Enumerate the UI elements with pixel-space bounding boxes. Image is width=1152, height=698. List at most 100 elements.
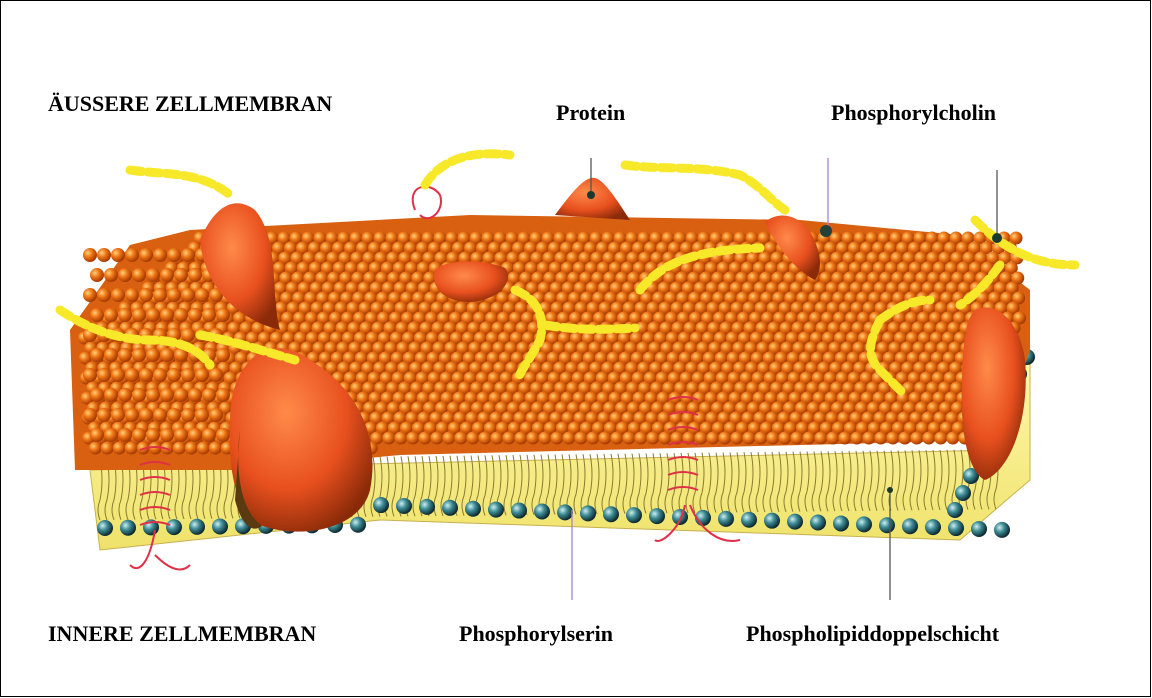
phospholipid-head-outer [934, 432, 947, 445]
phospholipid-head-outer [90, 308, 104, 322]
phospholipid-head-outer [167, 288, 181, 302]
phospholipid-head-outer [202, 308, 216, 322]
phospholipid-head-inner [488, 502, 504, 518]
phospholipid-head-outer [181, 248, 195, 262]
phospholipid-head-outer [153, 408, 167, 422]
protein-center-top [555, 178, 630, 220]
phospholipid-head-inner [166, 519, 182, 535]
phospholipid-head-outer [216, 348, 230, 362]
phospholipid-head-outer [694, 432, 707, 445]
phospholipid-head-outer [874, 432, 887, 445]
phospholipid-head-outer [160, 428, 174, 442]
phospholipid-head-inner [833, 515, 849, 531]
phospholipid-head-outer [550, 432, 563, 445]
bilayer-label: Phospholipiddoppelschicht [746, 623, 999, 645]
phospholipid-head-inner [856, 516, 872, 532]
phospholipid-head-outer [132, 268, 146, 282]
phospholipid-head-outer [146, 308, 160, 322]
phospholipid-head-outer [90, 348, 104, 362]
phospholipid-head-outer [197, 442, 210, 455]
phospholipid-head-inner [442, 500, 458, 516]
phospholipid-head-inner [649, 508, 665, 524]
phospholipid-head-outer [646, 432, 659, 445]
phospholipid-head-outer [111, 248, 125, 262]
phospholipid-head-outer [153, 248, 167, 262]
phospholipid-head-outer [574, 432, 587, 445]
phospholipid-head-outer [922, 432, 935, 445]
phospholipid-head-outer [188, 308, 202, 322]
phospholipid-head-outer [125, 442, 138, 455]
phospholipid-head-inner [764, 513, 780, 529]
phospholipid-head-outer [160, 268, 174, 282]
phospholipid-head-outer [418, 432, 431, 445]
phospholipid-head-inner [557, 504, 573, 520]
phospholipid-head-outer [83, 368, 97, 382]
phospholipid-head-outer [430, 432, 443, 445]
phospholipid-head-outer [160, 348, 174, 362]
phospholipid-head-outer [766, 432, 779, 445]
phospholipid-head-outer [181, 368, 195, 382]
phospholipid-head-outer [118, 268, 132, 282]
phospholipid-head-outer [598, 432, 611, 445]
phospholipid-head-outer [132, 388, 146, 402]
phospholipid-head-outer [90, 388, 104, 402]
phospholipid-head-outer [185, 442, 198, 455]
phospholipid-head-outer [802, 432, 815, 445]
phospholipid-head-outer [174, 388, 188, 402]
phospholipid-head-outer [174, 268, 188, 282]
phospholipid-head-outer [778, 432, 791, 445]
phospholipid-head-outer [174, 308, 188, 322]
phosphorylserin-label: Phosphorylserin [459, 623, 613, 645]
phospholipid-head-inner [212, 519, 228, 535]
inner-membrane-label: INNERE ZELLMEMBRAN [48, 623, 316, 645]
phospholipid-head-outer [125, 368, 139, 382]
phospholipid-head-inner [534, 503, 550, 519]
phospholipid-head-outer [118, 348, 132, 362]
phospholipid-head-outer [146, 348, 160, 362]
phospholipid-head-outer [862, 432, 875, 445]
phospholipid-head-outer [195, 288, 209, 302]
phospholipid-head-outer [188, 388, 202, 402]
phospholipid-head-outer [910, 432, 923, 445]
phospholipid-head-outer [167, 248, 181, 262]
phospholipid-head-outer [97, 248, 111, 262]
phospholipid-head-inner [994, 522, 1010, 538]
phospholipid-head-inner [396, 498, 412, 514]
phospholipid-head-outer [104, 388, 118, 402]
phospholipid-head-outer [104, 268, 118, 282]
phospholipid-head-inner [511, 503, 527, 519]
phospholipid-head-outer [83, 408, 97, 422]
phospholipid-head-outer [132, 308, 146, 322]
phospholipid-head-outer [188, 268, 202, 282]
phospholipid-head-outer [146, 428, 160, 442]
phospholipid-head-outer [118, 428, 132, 442]
phospholipid-head-outer [173, 442, 186, 455]
phospholipid-head-outer [195, 368, 209, 382]
phospholipid-head-outer [610, 432, 623, 445]
phospholipid-head-outer [216, 428, 230, 442]
phospholipid-head-outer [526, 432, 539, 445]
phospholipid-head-outer [538, 432, 551, 445]
phospholipid-head-outer [125, 248, 139, 262]
phospholipid-head-outer [111, 408, 125, 422]
phospholipid-head-outer [202, 388, 216, 402]
phospholipid-head-outer [181, 408, 195, 422]
phospholipid-head-outer [382, 432, 395, 445]
phospholipid-head-inner [626, 507, 642, 523]
phospholipid-head-outer [502, 432, 515, 445]
phospholipid-head-outer [104, 428, 118, 442]
phospholipid-head-outer [754, 432, 767, 445]
phospholipid-head-outer [188, 428, 202, 442]
phospholipid-head-inner [902, 518, 918, 534]
phospholipid-head-outer [139, 288, 153, 302]
phospholipid-head-outer [167, 368, 181, 382]
phospholipid-head-outer [838, 432, 851, 445]
phospholipid-head-outer [146, 268, 160, 282]
phospholipid-head-outer [216, 308, 230, 322]
phospholipid-head-inner [120, 520, 136, 536]
phospholipid-head-inner [925, 519, 941, 535]
phospholipid-head-inner [787, 514, 803, 530]
phospholipid-head-outer [90, 428, 104, 442]
phospholipid-head-outer [209, 442, 222, 455]
phospholipid-head-outer [125, 288, 139, 302]
